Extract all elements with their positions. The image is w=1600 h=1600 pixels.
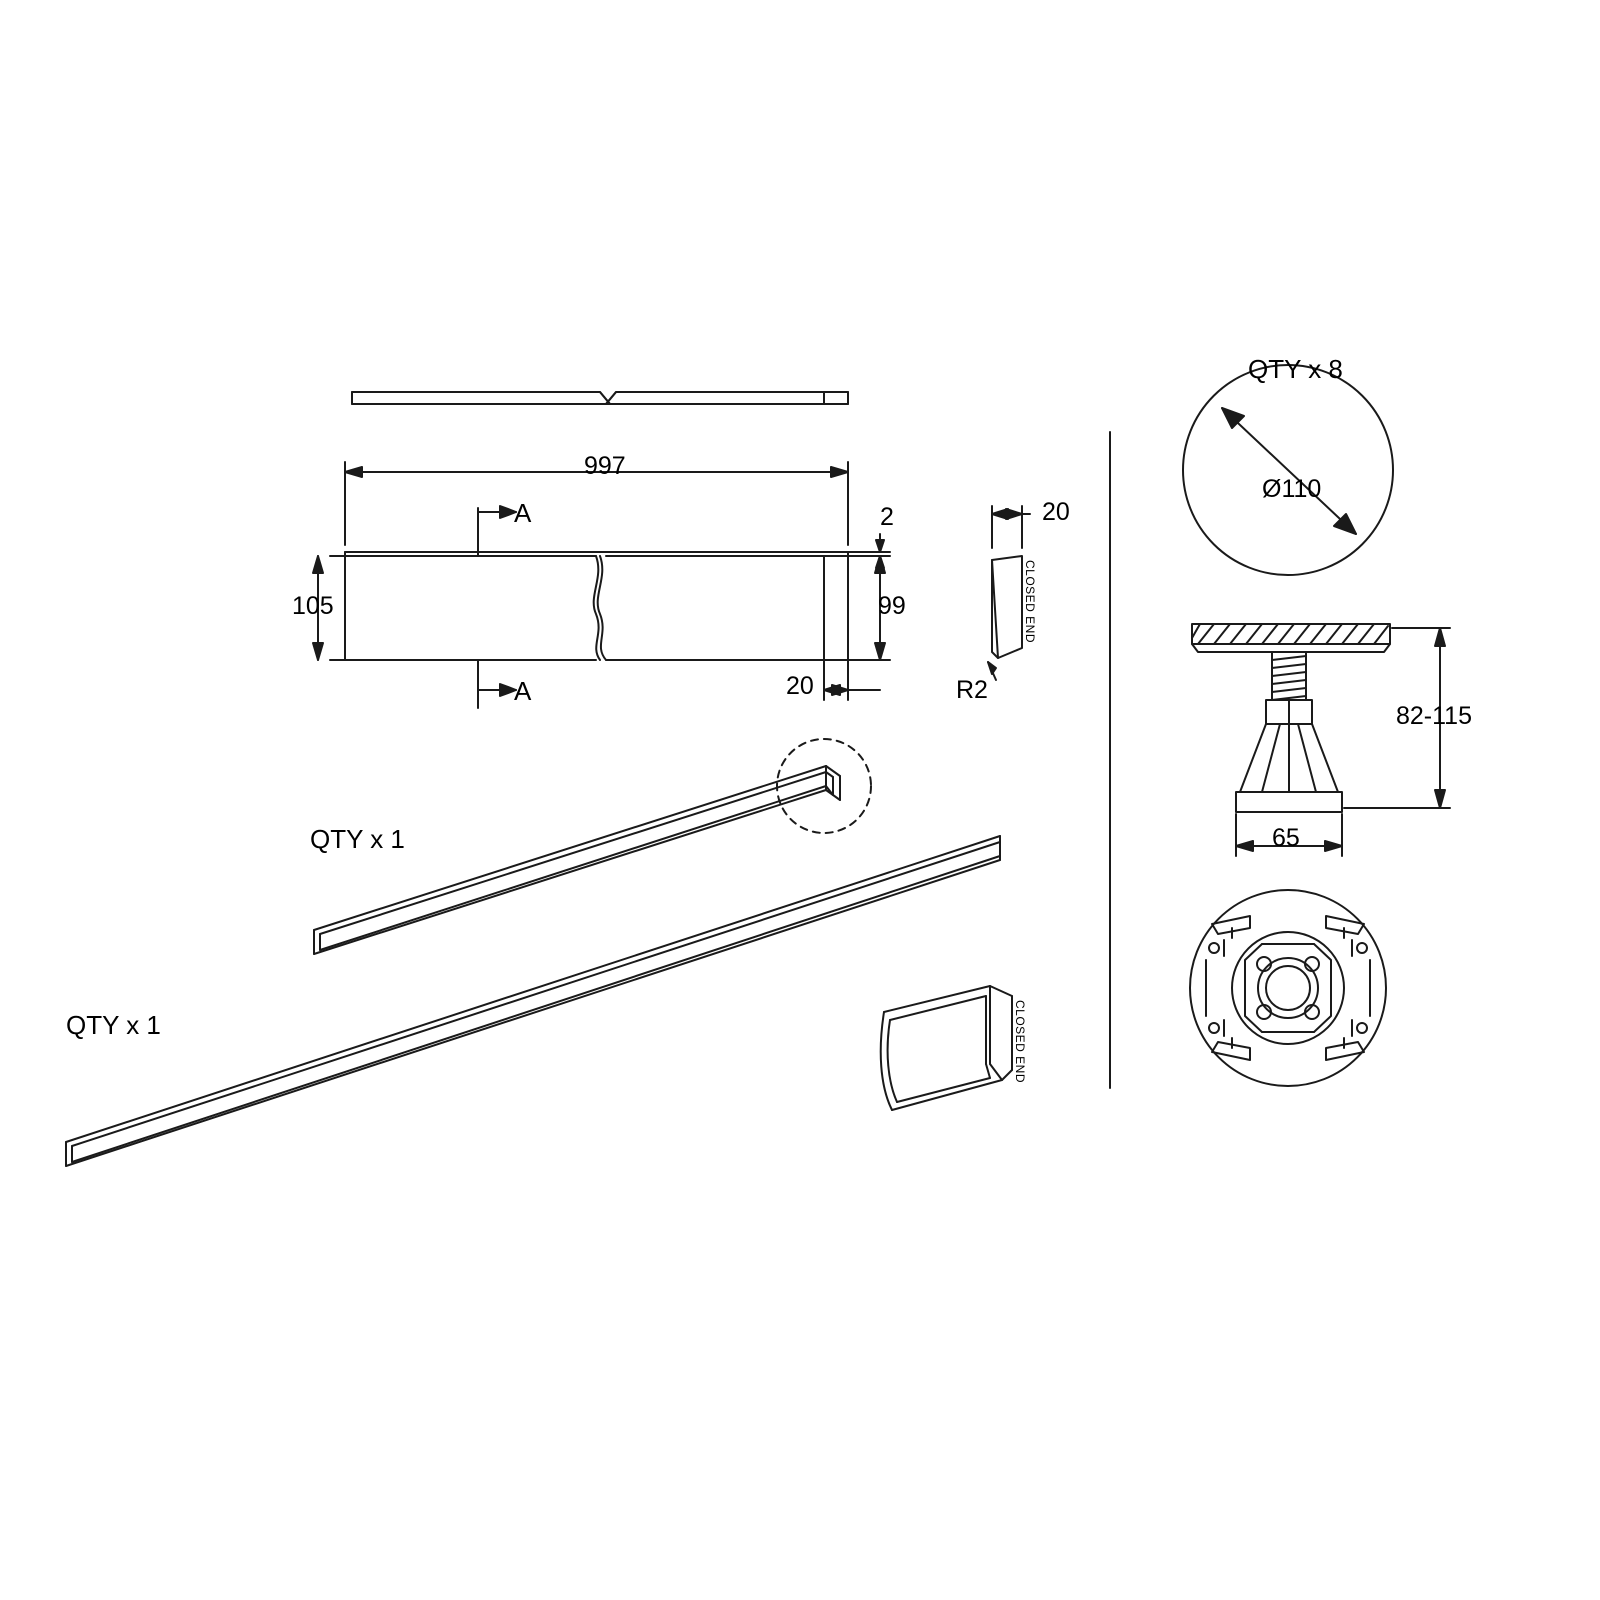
section-label-a-bottom: A bbox=[514, 676, 532, 706]
dimension-105 bbox=[312, 555, 346, 661]
foot-plan-circle bbox=[1182, 364, 1394, 576]
dimension-label-r2: R2 bbox=[956, 676, 988, 704]
dimension-65 bbox=[1235, 813, 1343, 857]
dimension-label-diameter-110: Ø110 bbox=[1262, 475, 1322, 503]
dimension-label-105: 105 bbox=[292, 592, 334, 620]
dimension-label-20-bottom: 20 bbox=[786, 672, 814, 700]
closed-end-label-section: CLOSED END bbox=[1023, 560, 1037, 644]
dimension-label-20-end: 20 bbox=[1042, 498, 1070, 526]
dimension-82-115 bbox=[1343, 627, 1451, 809]
dimension-label-height-range: 82-115 bbox=[1396, 702, 1472, 730]
iso-closed-end-corner bbox=[879, 985, 1013, 1111]
closed-end-label-corner: CLOSED END bbox=[1013, 1000, 1027, 1084]
qty-label-feet: QTY x 8 bbox=[1248, 354, 1343, 384]
foot-side-elevation bbox=[1191, 623, 1391, 813]
dimension-label-997: 997 bbox=[584, 452, 626, 480]
front-elevation-panel bbox=[344, 551, 849, 661]
qty-label-panel-lower: QTY x 1 bbox=[66, 1010, 161, 1040]
iso-panel-lower bbox=[65, 835, 1001, 1167]
dimension-20-bottom bbox=[823, 659, 881, 701]
dimension-997 bbox=[344, 461, 849, 546]
dimension-label-2: 2 bbox=[880, 503, 894, 531]
dimension-label-65: 65 bbox=[1272, 824, 1300, 852]
foot-bottom-plan bbox=[1189, 889, 1387, 1087]
top-edge-view bbox=[351, 391, 849, 405]
dimension-2 bbox=[847, 533, 891, 577]
section-a-a-profile bbox=[987, 505, 1031, 681]
section-line-a-a bbox=[477, 505, 517, 709]
dimension-label-99: 99 bbox=[878, 592, 906, 620]
qty-label-panel-upper: QTY x 1 bbox=[310, 824, 405, 854]
section-label-a-top: A bbox=[514, 498, 532, 528]
iso-panel-upper bbox=[313, 738, 872, 955]
